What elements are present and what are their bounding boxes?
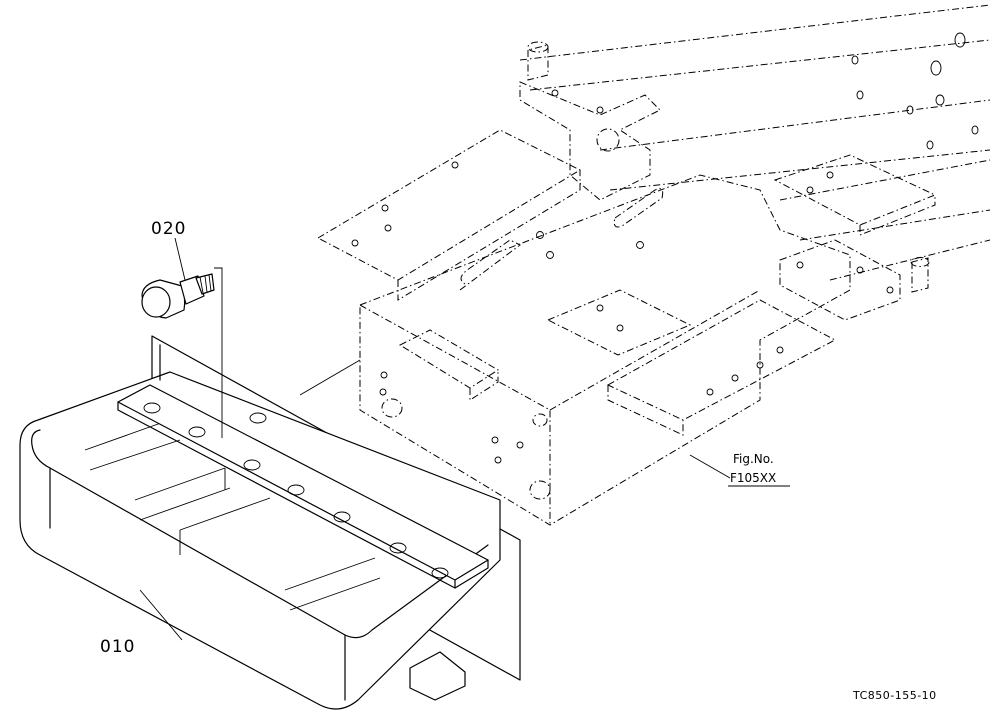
leader-lines — [139, 237, 731, 641]
drawing-code: TC850-155-10 — [852, 689, 937, 702]
figure-ref-prefix: Fig.No. — [733, 452, 774, 466]
part-020-bolt — [141, 273, 215, 319]
callout-010: 010 — [100, 637, 135, 657]
part-010-step — [19, 335, 521, 710]
figure-ref-number: F105XX — [730, 471, 776, 485]
callout-020: 020 — [151, 219, 186, 239]
frame-assembly — [316, 4, 991, 526]
